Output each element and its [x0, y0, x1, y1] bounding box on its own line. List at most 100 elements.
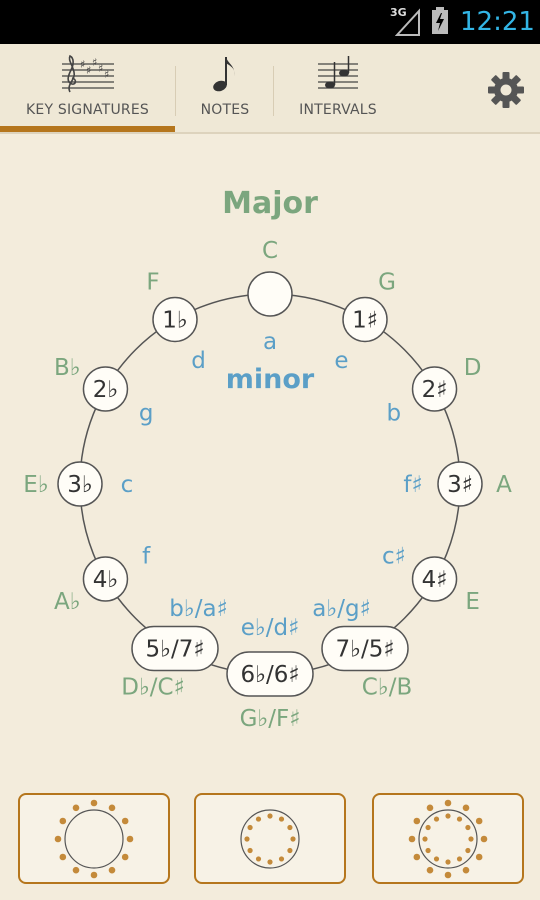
key-node-shape[interactable] — [437, 461, 483, 507]
tab-label: NOTES — [200, 102, 250, 118]
key-node[interactable]: 3♭ — [57, 461, 103, 507]
key-node-shape[interactable] — [321, 625, 409, 672]
minor-key-label: e — [334, 348, 348, 374]
tab-notes[interactable]: NOTES — [177, 44, 273, 132]
minor-key-label: b — [387, 401, 402, 427]
dot — [90, 799, 98, 807]
inner-circle-mode-button[interactable] — [194, 793, 346, 884]
key-node-shape[interactable] — [82, 556, 129, 602]
key-node[interactable]: 3♯ — [437, 461, 483, 507]
circle-of-fifths: Major minor Ca1♯Ge2♯Db3♯Af♯4♯Ec♯7♭/5♯C♭/… — [23, 186, 512, 732]
key-node-shape[interactable] — [247, 271, 293, 317]
dot — [426, 804, 434, 812]
dot — [247, 824, 253, 831]
tab-key-signatures[interactable]: ♯♯♯ ♯♯ KEY SIGNATURES — [0, 44, 175, 132]
dot — [462, 866, 470, 874]
major-key-label: F — [146, 269, 159, 295]
eighth-note-icon — [213, 57, 235, 92]
key-node[interactable]: 5♭/7♯ — [131, 625, 219, 672]
dot — [255, 856, 262, 862]
minor-key-label: e♭/d♯ — [241, 615, 299, 641]
key-node[interactable]: 7♭/5♯ — [321, 625, 409, 672]
dot — [433, 856, 440, 862]
dot — [267, 813, 273, 819]
major-title: Major — [222, 186, 318, 221]
minor-key-label: c♯ — [382, 544, 406, 570]
key-node-shape[interactable] — [131, 625, 219, 672]
key-node[interactable] — [247, 271, 293, 317]
dot — [108, 804, 116, 812]
svg-text:♯: ♯ — [86, 64, 91, 77]
key-signature-label: 2♯ — [422, 377, 448, 403]
dot — [72, 804, 80, 812]
key-node-shape[interactable] — [152, 296, 198, 343]
major-key-label: C♭/B — [362, 675, 412, 701]
dot — [408, 835, 416, 843]
major-key-label: E♭ — [23, 472, 48, 498]
dot — [278, 816, 285, 822]
dot — [465, 847, 471, 854]
svg-text:♯: ♯ — [80, 58, 85, 71]
minor-key-label: d — [191, 348, 206, 374]
tab-divider — [273, 66, 274, 116]
key-node[interactable]: 4♭ — [82, 556, 129, 602]
key-node[interactable]: 6♭/6♯ — [226, 651, 314, 697]
dot — [121, 853, 129, 861]
dot — [425, 847, 431, 854]
dot — [445, 859, 451, 865]
tab-divider — [175, 66, 176, 116]
tab-bar: ♯♯♯ ♯♯ KEY SIGNATURES NOTES INTERVALS — [0, 44, 540, 134]
key-node[interactable]: 2♭ — [82, 366, 129, 412]
both-circles-mode-button[interactable] — [372, 793, 524, 884]
key-node-shape[interactable] — [226, 651, 314, 697]
dot — [475, 817, 483, 825]
key-node-shape[interactable] — [411, 556, 458, 602]
circle-inner-dots-icon — [240, 809, 300, 869]
dot — [444, 799, 452, 807]
tab-label: INTERVALS — [299, 102, 377, 118]
key-node-shape[interactable] — [82, 366, 129, 412]
key-signature-label: 3♭ — [67, 472, 92, 498]
dot — [468, 836, 474, 842]
minor-key-label: b♭/a♯ — [169, 596, 227, 622]
selected-tab-indicator — [0, 126, 175, 132]
status-bar: 3G 12:21 — [0, 0, 540, 44]
dot — [445, 813, 451, 819]
key-node[interactable]: 2♯ — [411, 366, 458, 412]
battery-charging-icon — [432, 7, 448, 34]
minor-key-label: g — [139, 401, 154, 427]
key-node-shape[interactable] — [57, 461, 103, 507]
dot — [456, 856, 463, 862]
dot — [126, 835, 134, 843]
key-node[interactable]: 1♭ — [152, 296, 198, 343]
key-signature-label: 4♯ — [422, 567, 448, 593]
dot — [426, 866, 434, 874]
key-node[interactable]: 4♯ — [411, 556, 458, 602]
dot — [475, 853, 483, 861]
major-key-label: A♭ — [54, 589, 81, 615]
gear-icon[interactable] — [484, 68, 528, 112]
dot — [278, 856, 285, 862]
svg-text:♯: ♯ — [104, 68, 109, 81]
major-key-label: A — [496, 472, 512, 498]
major-key-label: G♭/F♯ — [240, 706, 301, 732]
key-node-shape[interactable] — [411, 366, 458, 412]
dot — [255, 816, 262, 822]
staff-interval-icon — [318, 56, 358, 89]
clock: 12:21 — [460, 7, 535, 37]
minor-key-label: a — [263, 329, 277, 355]
staff-key-signature-icon: ♯♯♯ ♯♯ — [61, 54, 114, 93]
dot — [480, 835, 488, 843]
dot — [244, 836, 250, 842]
minor-key-label: f — [142, 544, 151, 570]
key-signature-label: 1♯ — [352, 307, 378, 333]
dot — [54, 835, 62, 843]
major-key-label: B♭ — [54, 355, 81, 381]
outer-circle-mode-button[interactable] — [18, 793, 170, 884]
key-signature-label: 6♭/6♯ — [241, 662, 300, 688]
key-node-shape[interactable] — [342, 296, 388, 343]
circle-outer-dots-icon — [54, 799, 134, 879]
tab-intervals[interactable]: INTERVALS — [275, 44, 401, 132]
key-node[interactable]: 1♯ — [342, 296, 388, 343]
dot — [59, 817, 67, 825]
